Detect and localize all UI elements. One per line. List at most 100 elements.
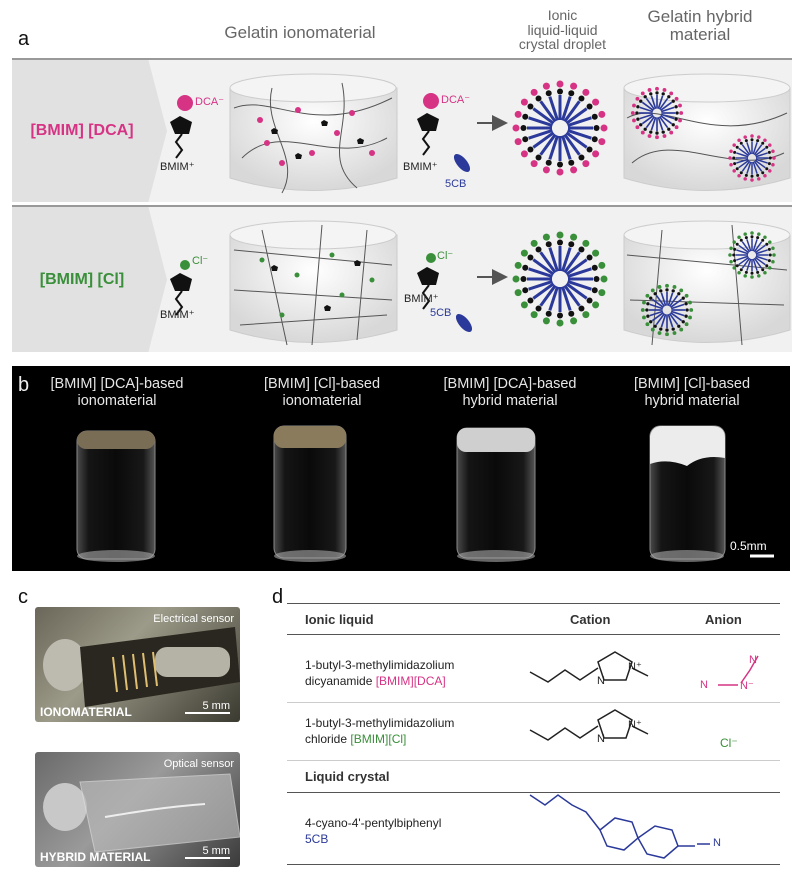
anion-dot: [542, 166, 550, 174]
cation-dot: [674, 117, 678, 121]
droplet-spoke: [746, 142, 752, 155]
anion-dot: [632, 103, 636, 108]
column-header-cation: Cation: [570, 612, 611, 627]
cation-dot: [661, 130, 665, 134]
cation-dot: [578, 246, 585, 253]
droplet-spoke: [561, 286, 572, 311]
droplet-spoke: [548, 247, 559, 272]
cation-dot: [591, 113, 598, 120]
cation-dot: [646, 302, 650, 306]
cation-dot: [591, 287, 598, 294]
droplet-spoke: [660, 106, 675, 113]
anion-dot: [674, 125, 679, 130]
cation-dot: [586, 254, 593, 261]
droplet-spoke: [567, 267, 592, 278]
anion-dot: [729, 163, 733, 167]
structures-drawing: [529, 651, 759, 859]
anion-dot: [570, 166, 578, 174]
anion-dot: [771, 260, 775, 264]
droplet-spoke: [539, 284, 557, 307]
cation-dot: [661, 92, 665, 96]
cation-dot: [767, 247, 771, 251]
cation-dot: [768, 253, 772, 257]
cation-dot: [522, 287, 529, 294]
cation-dot: [733, 247, 737, 251]
anion-dot: [743, 177, 747, 181]
ionic-liquid-abbr: [BMIM][DCA]: [375, 674, 446, 689]
anion-dot: [630, 111, 635, 115]
cation-dot: [756, 139, 760, 143]
table-row-rule: [287, 702, 780, 703]
cation-dot: [732, 156, 736, 160]
droplet-spoke: [670, 303, 685, 310]
anion-dot: [640, 308, 645, 312]
table-row-1-name: 1-butyl-3-methylimidazolium dicyanamide …: [305, 657, 454, 689]
panel-d-label: d: [272, 586, 284, 608]
droplet-spoke: [565, 131, 588, 149]
bmim-dca-5cb-icon: [417, 93, 508, 173]
droplet-spoke: [548, 96, 559, 121]
anion-dot: [768, 266, 772, 270]
vial-label-2: [BMIM] [Cl]-based ionomaterial: [263, 376, 381, 409]
droplet-spoke: [528, 280, 553, 291]
ionic-liquid-name: 1-butyl-3-methylimidazolium chloride: [305, 716, 455, 747]
cation-dot: [568, 241, 575, 248]
anion-dot: [582, 160, 590, 168]
atom-n: N: [713, 837, 721, 849]
droplet-spoke: [655, 313, 666, 326]
droplet-spoke: [650, 116, 657, 131]
droplet-spoke: [539, 251, 557, 274]
anion-dot: [688, 315, 692, 320]
droplet-spoke: [563, 100, 581, 123]
droplet-spoke: [754, 256, 766, 266]
cation-dot: [527, 146, 534, 153]
droplet-spoke: [532, 282, 555, 300]
vial-label-3: [BMIM] [DCA]-based hybrid material: [443, 376, 577, 409]
cation-dot: [586, 297, 593, 304]
droplet-spoke: [528, 267, 553, 278]
anion-dot: [737, 235, 741, 239]
bmim-structure-2: [529, 709, 649, 741]
cation-dot: [568, 310, 575, 317]
cation-dot: [765, 167, 769, 171]
anion-dot: [743, 232, 747, 236]
cation-dot: [684, 302, 688, 306]
droplet-spoke: [528, 129, 553, 140]
droplet-spoke: [539, 100, 557, 123]
droplet-spoke: [561, 247, 572, 272]
cation-dot: [735, 145, 739, 149]
anion-dot: [512, 275, 520, 283]
panel-a-label: a: [18, 28, 30, 50]
cation-dot: [545, 90, 552, 97]
cation-dot: [765, 242, 769, 246]
anion-dot: [640, 91, 645, 96]
droplet-spoke: [639, 106, 654, 113]
anion-dot: [750, 275, 754, 279]
droplet-dca-icon: [512, 80, 608, 176]
cation-dot: [520, 276, 527, 282]
cation-dot: [767, 259, 771, 263]
cation-dot: [681, 320, 685, 324]
droplet-spoke: [753, 160, 763, 172]
droplet-spoke: [752, 161, 758, 174]
anion-dot: [657, 331, 662, 335]
cation-dot: [667, 95, 671, 99]
anion-dot: [768, 169, 772, 173]
anion-dot: [771, 246, 775, 250]
atom-n-minus: N⁻: [740, 680, 754, 692]
droplet-spoke: [548, 135, 559, 160]
anion-dot: [732, 266, 736, 270]
cation-dot: [768, 156, 772, 160]
droplet-spoke: [563, 284, 581, 307]
anion-label-dca-2: DCA⁻: [441, 94, 471, 106]
cation-dot: [646, 314, 650, 318]
cation-dot: [655, 131, 659, 135]
cation-dot: [735, 167, 739, 171]
cation-dot: [557, 88, 563, 95]
ionic-liquid-abbr: [BMIM][Cl]: [350, 732, 407, 747]
cation-dot: [545, 310, 552, 317]
anion-label-cl-2: Cl⁻: [437, 250, 454, 262]
cation-label-cl: BMIM⁺: [160, 309, 195, 321]
cation-label-dca: BMIM⁺: [160, 161, 195, 173]
cation-dot: [671, 327, 675, 331]
